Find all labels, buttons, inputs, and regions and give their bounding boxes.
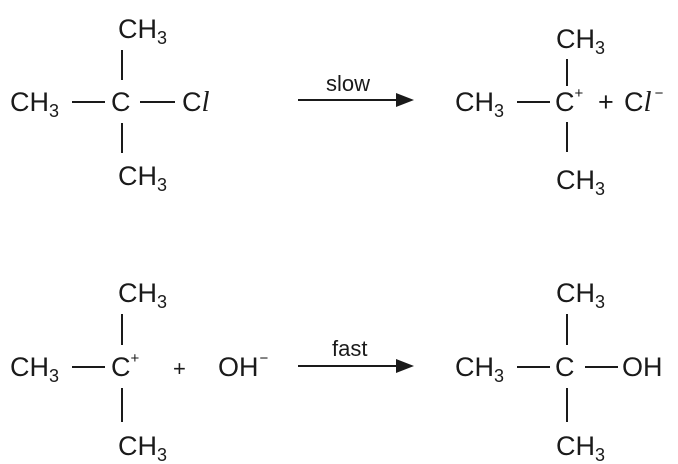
arrow-head-icon <box>396 93 414 107</box>
methyl-top: CH3 <box>118 278 167 312</box>
hydroxide-ion: OH− <box>218 350 269 382</box>
central-carbon: C <box>111 87 131 117</box>
arrow-head-icon <box>396 359 414 373</box>
methyl-left: CH3 <box>10 352 59 386</box>
methyl-left: CH3 <box>455 352 504 386</box>
plus-sign: + <box>598 87 614 117</box>
methyl-top: CH3 <box>556 24 605 58</box>
reaction-2-product: CH3 CH3 C OH CH3 <box>455 278 663 464</box>
reaction-1-arrow: slow <box>298 71 414 107</box>
plus-sign: + <box>173 356 186 381</box>
arrow-label-fast: fast <box>332 336 367 361</box>
reaction-1-products: CH3 CH3 C+ + Cl− CH3 <box>455 24 664 199</box>
carbocation: C+ <box>555 85 584 117</box>
hydroxyl-group: OH <box>622 352 663 382</box>
methyl-bottom: CH3 <box>556 431 605 464</box>
reaction-2-reactants: CH3 CH3 C+ CH3 + OH− <box>10 278 269 464</box>
methyl-bottom: CH3 <box>118 161 167 195</box>
reaction-2-arrow: fast <box>298 336 414 373</box>
carbocation: C+ <box>111 350 140 382</box>
central-carbon: C <box>555 352 575 382</box>
methyl-bottom: CH3 <box>556 165 605 199</box>
methyl-top: CH3 <box>118 14 167 48</box>
chlorine-atom: Cl <box>182 86 210 118</box>
reaction-1-reactant: CH3 CH3 C Cl CH3 <box>10 14 210 195</box>
chloride-ion: Cl− <box>624 85 664 118</box>
methyl-bottom: CH3 <box>118 431 167 464</box>
methyl-left: CH3 <box>455 87 504 121</box>
methyl-left: CH3 <box>10 87 59 121</box>
arrow-label-slow: slow <box>326 71 370 96</box>
methyl-top: CH3 <box>556 278 605 312</box>
